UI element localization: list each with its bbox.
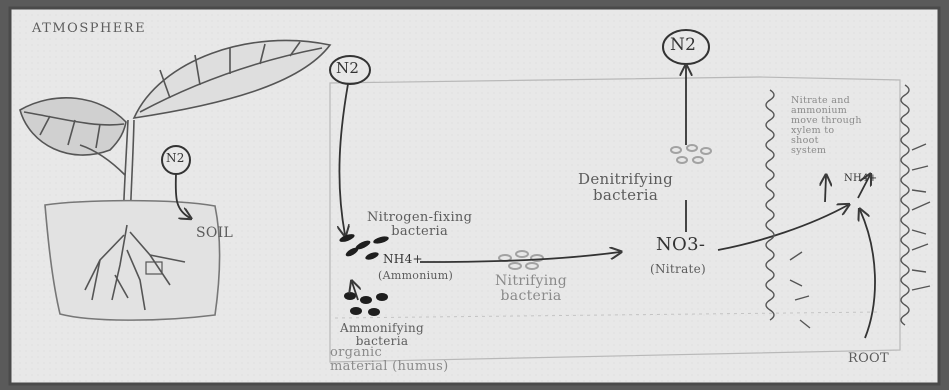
ammonifying-label: Ammonifying bacteria <box>340 321 424 348</box>
nitrate-formula: NO3- <box>656 234 706 255</box>
denitrifying-label: Denitrifying bacteria <box>578 170 674 204</box>
ammonifying-bacteria-icons <box>344 292 388 316</box>
n2-top-circle <box>329 55 371 85</box>
ammonium-formula: NH4+ <box>383 252 423 266</box>
nitrifying-label: Nitrifying bacteria <box>495 273 568 304</box>
denitrifying-bacteria-icons <box>670 144 712 164</box>
uptake-note: Nitrate and ammonium move through xylem … <box>791 95 862 156</box>
n2-plant-group <box>161 145 190 218</box>
organic-label: organic material (humus) <box>330 345 449 374</box>
n2-top-group <box>329 55 371 235</box>
root-nh4-label: NH4+ <box>844 173 878 184</box>
atmosphere-label: ATMOSPHERE <box>32 21 147 36</box>
root-label: ROOT <box>848 351 889 366</box>
nitrogen-fixing-label: Nitrogen-fixing bacteria <box>367 210 473 239</box>
flow-arrows <box>352 175 876 339</box>
n2-plant-label: N2 <box>166 151 185 165</box>
plant-illustration <box>19 39 332 321</box>
root-hairs-illustration <box>765 84 931 329</box>
n2-right-label: N2 <box>670 35 697 55</box>
nitrate-name: (Nitrate) <box>650 262 707 276</box>
ammonium-name: (Ammonium) <box>378 269 454 282</box>
paper-sheet <box>10 8 939 384</box>
soil-region-outline <box>329 76 901 363</box>
nitrifying-bacteria-icons <box>498 250 544 270</box>
nitrogen-fixing-bacteria-icons <box>339 234 389 260</box>
soil-label: SOIL <box>196 225 234 241</box>
n2-right-group <box>662 29 710 145</box>
n2-top-label: N2 <box>336 59 360 77</box>
